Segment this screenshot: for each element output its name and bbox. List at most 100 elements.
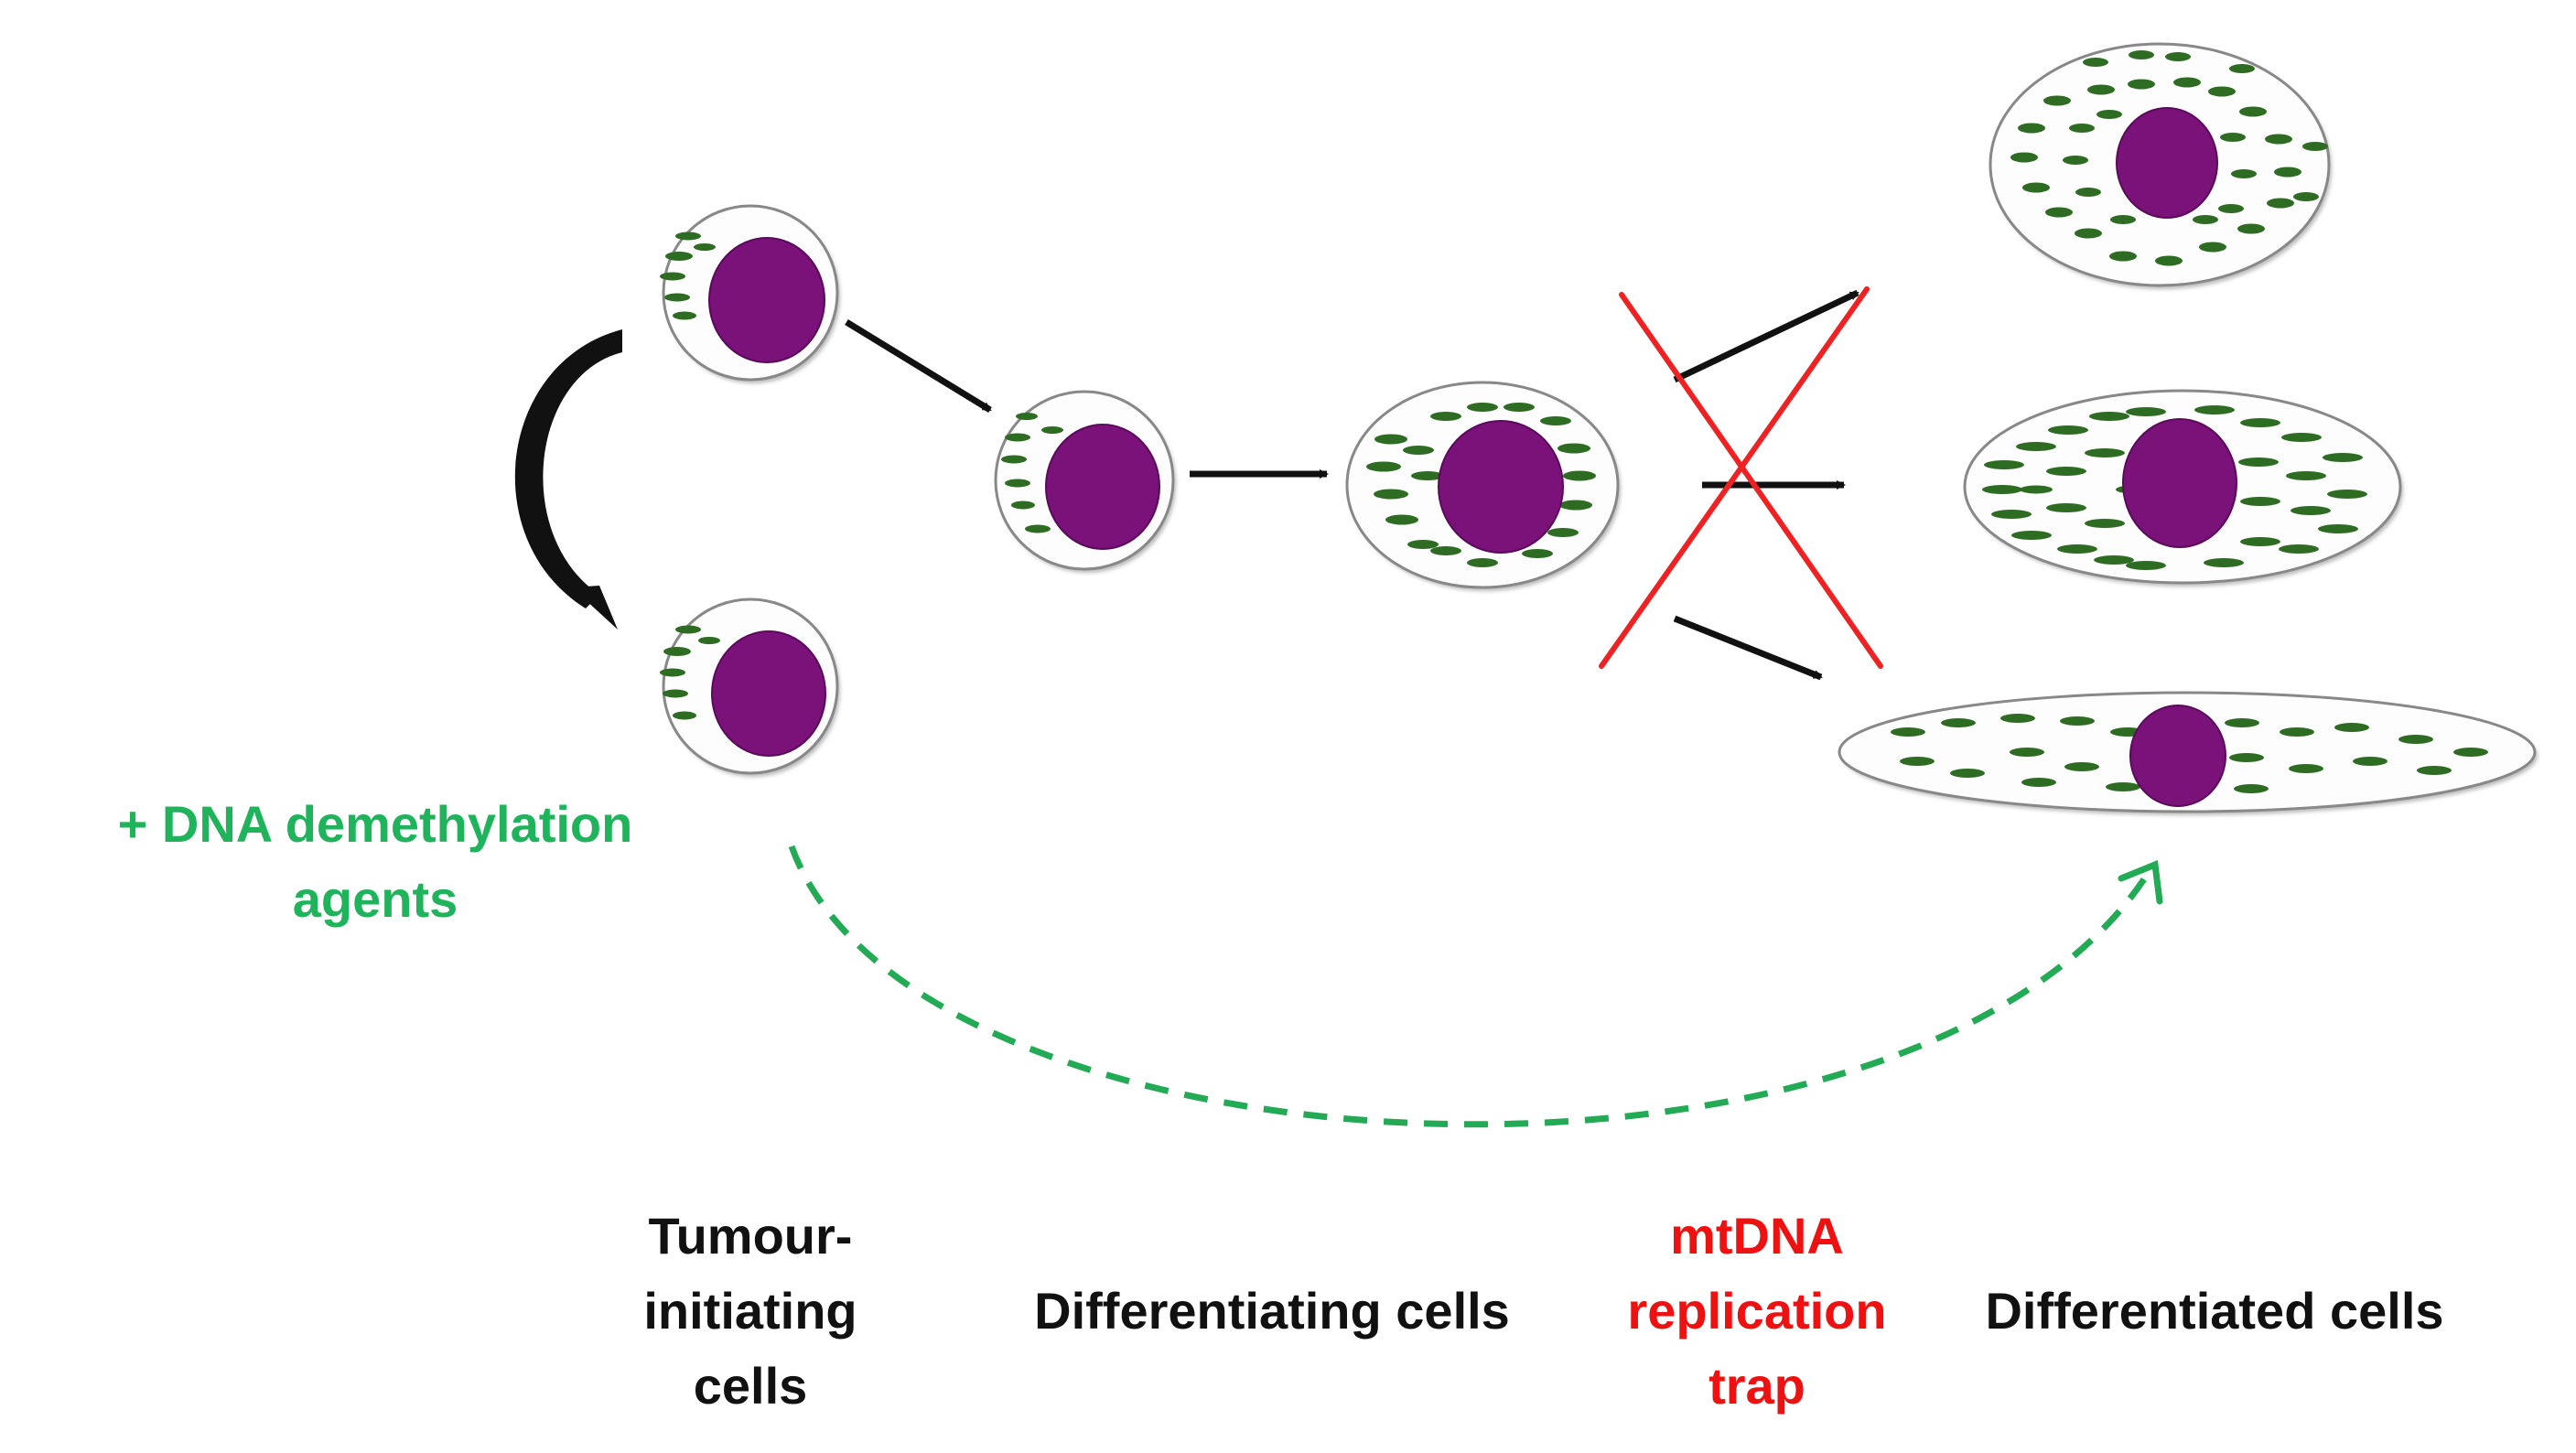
nucleus-icon — [2129, 705, 2226, 807]
mitochondria-icon — [2281, 433, 2322, 442]
mitochondria-icon — [1011, 500, 1035, 510]
tumour-cell-2 — [660, 597, 840, 777]
mitochondria-icon — [2323, 453, 2363, 462]
mitochondria-icon — [2274, 167, 2301, 178]
tumour-cell-1 — [660, 204, 840, 383]
mitochondria-icon — [2126, 407, 2166, 416]
mitochondria-icon — [2267, 198, 2294, 209]
mitochondria-icon — [2239, 106, 2267, 117]
mitochondria-icon — [2265, 134, 2292, 145]
differentiating-cell-1 — [994, 390, 1176, 573]
mitochondria-icon — [2453, 748, 2488, 757]
mitochondria-icon — [1016, 413, 1038, 420]
mitochondria-icon — [694, 243, 716, 251]
mitochondria-icon — [2043, 95, 2071, 106]
mitochondria-icon — [1557, 443, 1590, 454]
mitochondria-icon — [2087, 84, 2115, 95]
mitochondria-icon — [1941, 718, 1976, 727]
mitochondria-icon — [1430, 546, 1461, 555]
mitochondria-icon — [2069, 124, 2095, 133]
trap-label: mtDNA replication trap — [1627, 1207, 1887, 1415]
mitochondria-icon — [2208, 86, 2236, 97]
mitochondria-icon — [2237, 223, 2265, 234]
mitochondria-icon — [2220, 133, 2246, 142]
mitochondria-icon — [675, 231, 701, 241]
mitochondria-icon — [2064, 762, 2099, 771]
mitochondria-icon — [2046, 503, 2086, 512]
mitochondria-icon — [675, 625, 701, 634]
mitochondria-icon — [2353, 757, 2387, 766]
differentiating-label: Differentiating cells — [1034, 1282, 1510, 1340]
mitochondria-icon — [2231, 169, 2257, 178]
mitochondria-icon — [2126, 561, 2166, 570]
mitochondria-icon — [1984, 460, 2024, 469]
mitochondria-icon — [673, 711, 696, 720]
mitochondria-icon — [2094, 555, 2134, 565]
mitochondria-icon — [1522, 549, 1553, 558]
mitochondria-icon — [2240, 418, 2280, 427]
mitochondria-icon — [1001, 455, 1027, 464]
mitochondria-icon — [1407, 540, 1439, 549]
mitochondria-icon — [673, 311, 696, 320]
differentiated-label: Differentiated cells — [1985, 1282, 2444, 1340]
mitochondria-icon — [2085, 448, 2125, 457]
mitochondria-icon — [2279, 544, 2319, 554]
mitochondria-icon — [1563, 470, 1596, 481]
differentiated-cell-3 — [1838, 691, 2538, 815]
mitochondria-icon — [1430, 412, 1461, 421]
mitochondria-icon — [1374, 434, 1407, 445]
mitochondria-icon — [2022, 182, 2050, 193]
mitochondria-icon — [2293, 192, 2319, 201]
mitochondria-icon — [660, 668, 685, 677]
treatment-label: + DNA demethylation agents — [117, 795, 633, 928]
arrow-icon — [1673, 615, 1823, 681]
mitochondria-icon — [2218, 204, 2244, 213]
mitochondria-icon — [2286, 471, 2326, 480]
nucleus-icon — [711, 630, 826, 757]
self-renewal-arrow — [514, 329, 622, 630]
mitochondria-icon — [1403, 446, 1434, 455]
arrow-icon — [1673, 289, 1859, 383]
mitochondria-icon — [2063, 156, 2088, 165]
mitochondria-icon — [1540, 416, 1571, 425]
red-cross-icon — [1599, 286, 1883, 669]
mitochondria-icon — [2110, 215, 2136, 224]
mitochondria-icon — [2075, 188, 2101, 197]
mitochondria-icon — [2128, 79, 2155, 90]
mitochondria-icon — [2045, 207, 2073, 218]
mitochondria-icon — [1991, 510, 2032, 519]
mitochondria-icon — [2021, 778, 2056, 787]
nucleus-icon — [1438, 420, 1564, 554]
mitochondria-icon — [2046, 467, 2086, 476]
mitochondria-icon — [2075, 228, 2102, 239]
arrow-icon — [845, 319, 992, 413]
tumour-initiating-label: Tumour- initiating cells — [643, 1207, 857, 1415]
mitochondria-icon — [2155, 255, 2183, 266]
mitochondria-icon — [2089, 412, 2129, 421]
nucleus-icon — [2116, 107, 2218, 219]
mitochondria-icon — [2229, 64, 2255, 73]
mitochondria-icon — [1025, 524, 1051, 533]
mitochondria-icon — [1005, 433, 1030, 442]
mitochondria-icon — [2289, 764, 2323, 773]
mitochondria-icon — [2280, 727, 2314, 737]
mitochondria-icon — [1385, 514, 1418, 525]
mitochondria-icon — [2398, 735, 2433, 744]
mitochondria-icon — [1467, 403, 1498, 412]
treatment-arrowhead — [2118, 860, 2163, 905]
mitochondria-icon — [660, 272, 685, 281]
mitochondria-icon — [2302, 142, 2328, 151]
mitochondria-icon — [698, 637, 720, 644]
mitochondria-icon — [2193, 215, 2218, 224]
mitochondria-icon — [1041, 426, 1063, 434]
nucleus-icon — [2122, 418, 2237, 548]
mitochondria-icon — [2083, 58, 2108, 67]
mitochondria-icon — [1366, 461, 1401, 472]
mitochondria-icon — [2000, 714, 2035, 723]
mitochondria-icon — [1374, 489, 1408, 500]
mitochondria-icon — [1467, 558, 1498, 567]
mitochondria-icon — [2204, 558, 2244, 567]
mitochondria-icon — [2238, 457, 2279, 467]
mitochondria-icon — [2229, 753, 2264, 762]
